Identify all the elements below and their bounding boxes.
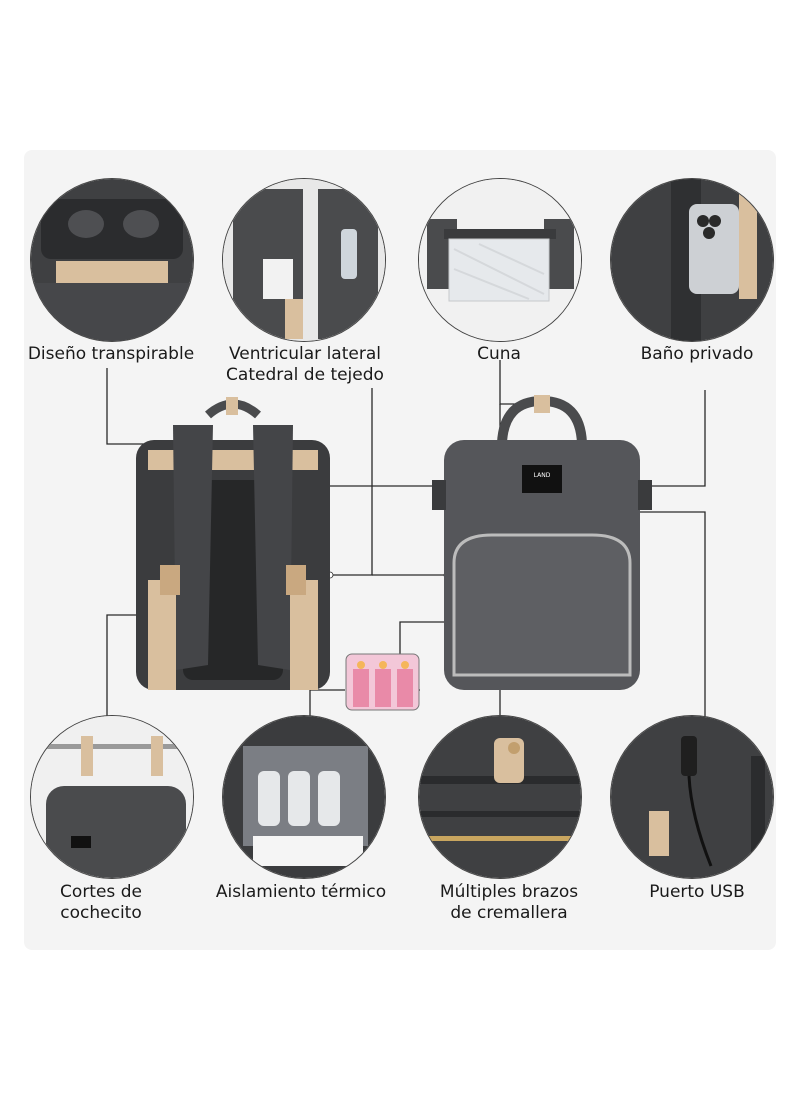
feature-label-zipper-pulls: Múltiples brazos de cremallera xyxy=(439,882,579,923)
thermal-inset-icon xyxy=(345,653,420,711)
feature-label-breathable: Diseño transpirable xyxy=(27,344,195,364)
crib-photo xyxy=(418,178,582,342)
breathable-design-photo xyxy=(30,178,194,342)
zipper-pulls-photo xyxy=(418,715,582,879)
side-pocket-photo xyxy=(222,178,386,342)
feature-label-stroller-clips: Cortes de cochecito xyxy=(60,882,142,923)
thermal-insulation-photo xyxy=(222,715,386,879)
feature-label-private-pocket: Baño privado xyxy=(640,344,754,364)
feature-label-thermal: Aislamiento térmico xyxy=(215,882,387,902)
backpack-front-view: LAND xyxy=(432,395,652,695)
stroller-clips-photo xyxy=(30,715,194,879)
feature-label-side-pocket: Ventricular lateral Catedral de tejedo xyxy=(226,344,384,385)
svg-text:LAND: LAND xyxy=(534,472,551,479)
usb-port-photo xyxy=(610,715,774,879)
private-pocket-photo xyxy=(610,178,774,342)
feature-label-usb: Puerto USB xyxy=(649,882,745,902)
backpack-back-view xyxy=(128,395,338,695)
feature-label-crib: Cuna xyxy=(477,344,521,364)
